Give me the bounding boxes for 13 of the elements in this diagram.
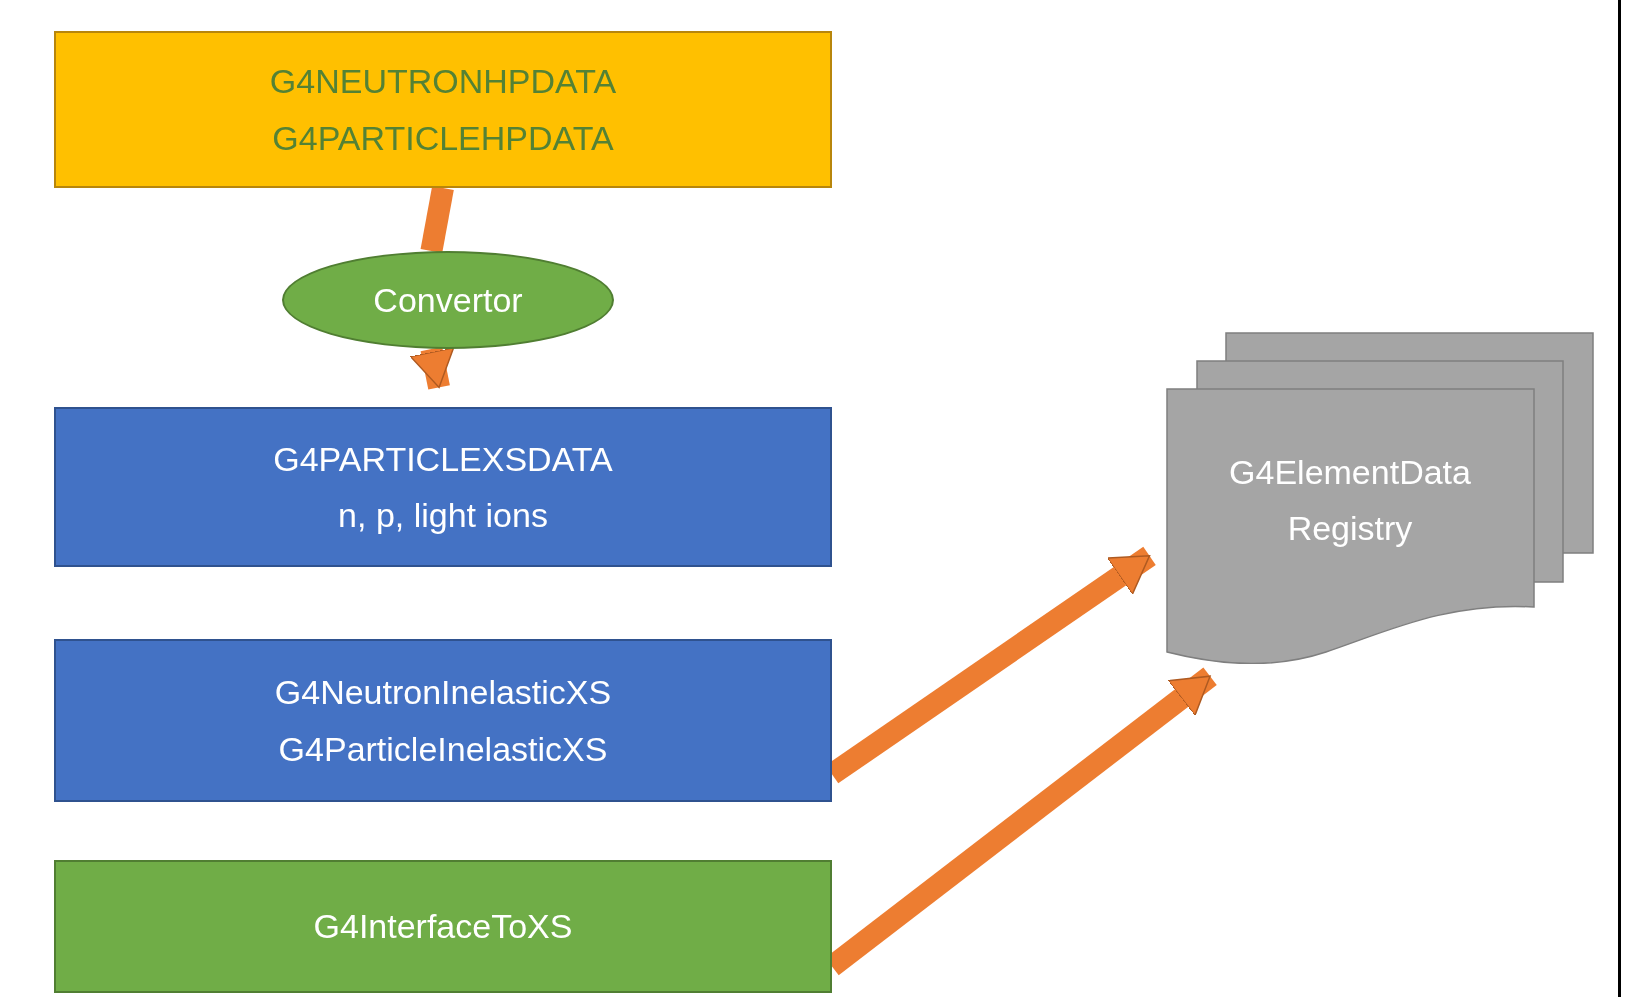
node-label: G4PARTICLEXSDATA [272,438,614,480]
node-label: G4NeutronInelasticXS G4ParticleInelasticXS [273,672,613,770]
node-label: G4NEUTRONHPDATA G4PARTICLEHPDATA [268,61,618,159]
block-arrow [409,346,455,390]
node-label: G4ElementData Registry [1228,452,1472,550]
process-box [54,639,832,802]
node-label: n, p, light ions [337,495,549,536]
process-box [54,407,832,567]
process-box [54,31,832,188]
document-stack [1166,332,1594,664]
node-label: G4InterfaceToXS [312,906,574,948]
process-box [54,860,832,993]
node-label: Convertor [373,279,523,321]
